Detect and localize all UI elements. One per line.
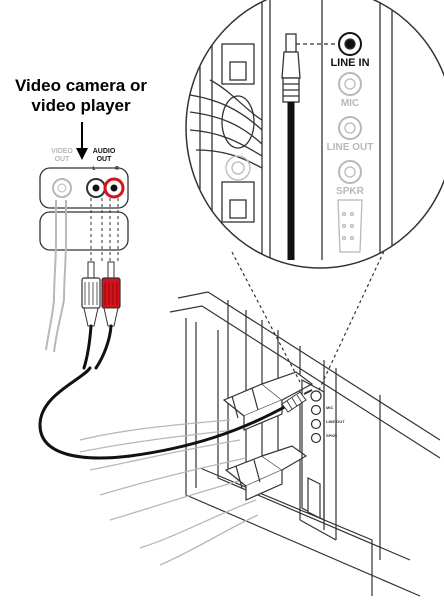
sound-card-bracket: MIC LINE OUT SPKR [302,380,345,520]
red-rca-plug [102,262,120,326]
computer-case [170,292,440,596]
audio-out-label-line1: AUDIO [93,148,116,155]
audio-out-label-line2: OUT [97,156,113,163]
svg-text:SPKR: SPKR [326,433,337,438]
white-rca-plug [82,262,100,326]
svg-text:LINE OUT: LINE OUT [326,419,345,424]
source-device-panel [40,168,128,250]
spkr-label: SPKR [336,186,365,197]
line-in-label: LINE IN [330,57,369,69]
left-channel-label: L [92,166,95,172]
svg-text:MIC: MIC [326,405,333,410]
mic-label: MIC [341,98,359,109]
video-out-label-line2: OUT [55,156,71,163]
right-channel-label: R [115,166,119,172]
background-cables [80,420,258,565]
zoom-detail: LINE IN MIC LINE OUT SPKR [186,0,444,268]
line-out-label: LINE OUT [327,142,374,153]
dvi-connector-lower [226,446,306,500]
video-out-label-line1: VIDEO [51,148,73,155]
down-arrow-icon [76,122,88,160]
